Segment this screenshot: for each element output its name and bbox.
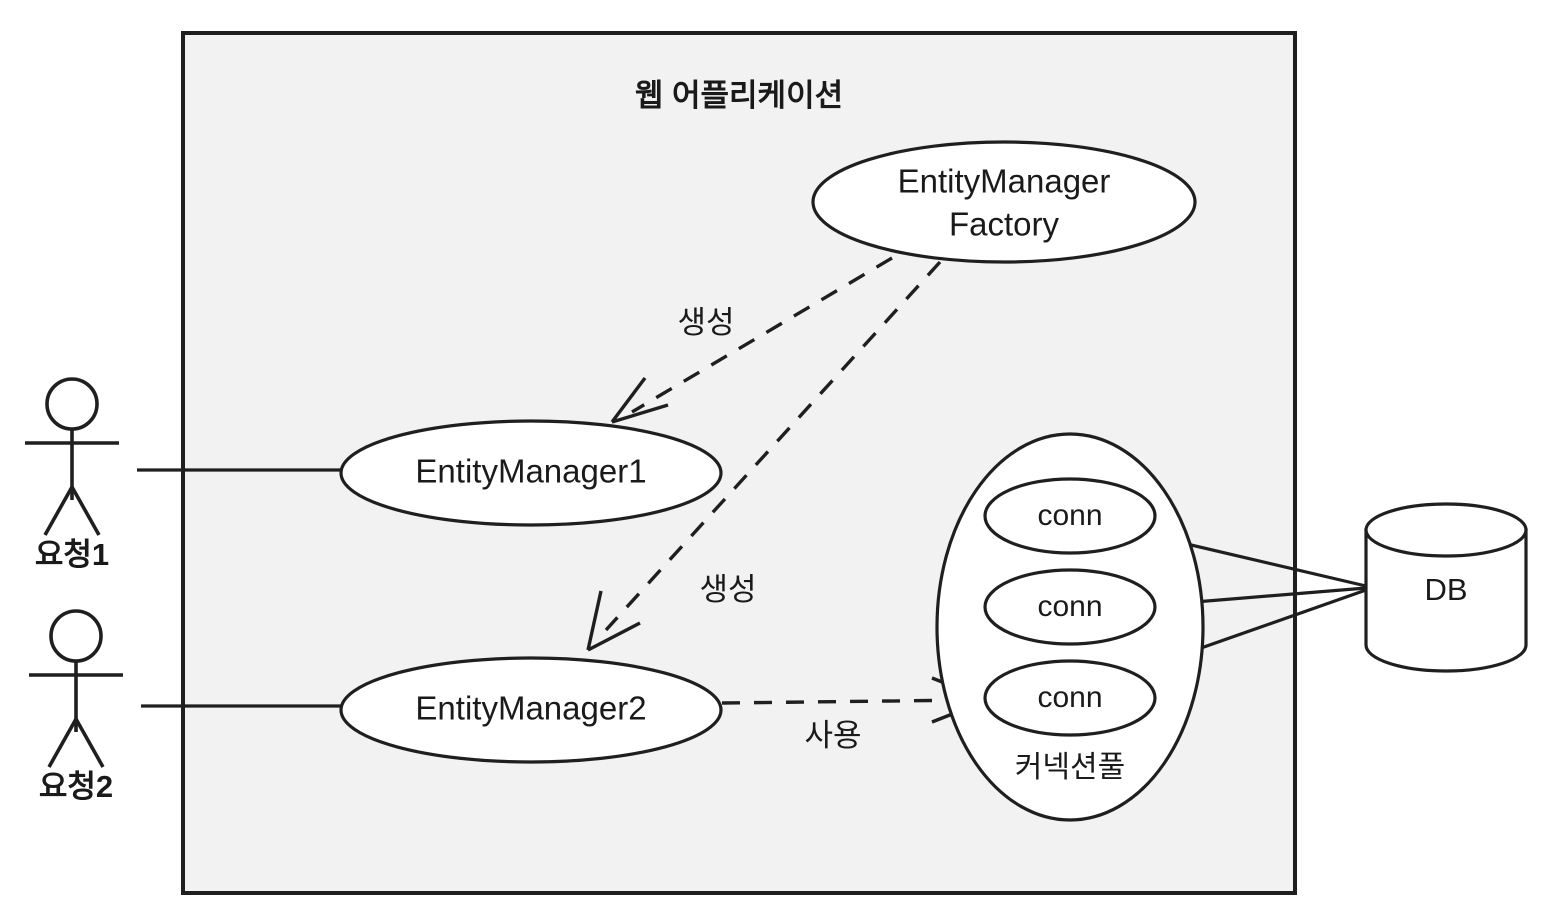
conn-label: conn [1037, 590, 1102, 623]
actor-head-icon [45, 377, 99, 431]
node-ellipse [983, 477, 1157, 555]
conn-label: conn [1037, 499, 1102, 532]
actor-leg-right-line [74, 718, 105, 768]
node-label: EntityManager1 [415, 453, 646, 490]
edge-line [721, 698, 976, 705]
db-label: DB [1424, 572, 1467, 607]
node-conn-3[interactable]: conn [983, 659, 1157, 737]
edge-emf-to-entitymanager2: 생성 [586, 260, 942, 652]
node-label: EntityManager2 [415, 690, 646, 727]
edge-label-create-1: 생성 [677, 305, 734, 340]
actor-1-label: 요청1 [35, 537, 109, 572]
edge-label-use: 사용 [804, 718, 861, 753]
conn-label: conn [1037, 681, 1102, 714]
actor-leg-left-line [43, 486, 74, 536]
actor-request-2[interactable]: 요청2 [29, 609, 123, 804]
node-entitymanagerfactory[interactable]: EntityManager Factory [811, 140, 1197, 264]
node-entitymanager1[interactable]: EntityManager1 [339, 419, 723, 527]
edge-label-create-2: 생성 [699, 572, 756, 607]
actor-head-icon [49, 609, 103, 663]
arrowhead-open [586, 590, 641, 652]
boundary-title: 웹 어플리케이션 [635, 78, 843, 113]
node-conn-1[interactable]: conn [983, 477, 1157, 555]
actor-request-1[interactable]: 요청1 [25, 377, 119, 572]
db-cylinder-top [1364, 502, 1528, 558]
node-conn-2[interactable]: conn [983, 568, 1157, 646]
node-entitymanager2[interactable]: EntityManager2 [339, 656, 723, 764]
node-ellipse [339, 419, 723, 527]
edge-entitymanager2-to-conn: 사용 [721, 676, 989, 753]
node-ellipse [983, 568, 1157, 646]
actor-leg-right-line [70, 486, 101, 536]
node-ellipse [983, 659, 1157, 737]
db-cylinder-body [1364, 528, 1528, 673]
node-label-line-2: Factory [949, 206, 1060, 243]
edge-emf-to-entitymanager1: 생성 [610, 256, 893, 424]
actor-2-label: 요청2 [39, 769, 113, 804]
actor-leg-left-line [47, 718, 78, 768]
node-ellipse [339, 656, 723, 764]
node-database[interactable]: DB [1364, 502, 1528, 673]
node-label-line-1: EntityManager [898, 163, 1111, 200]
arrowhead-open [610, 376, 669, 424]
connection-pool-label: 커넥션풀 [1015, 751, 1125, 784]
node-ellipse [811, 140, 1197, 264]
